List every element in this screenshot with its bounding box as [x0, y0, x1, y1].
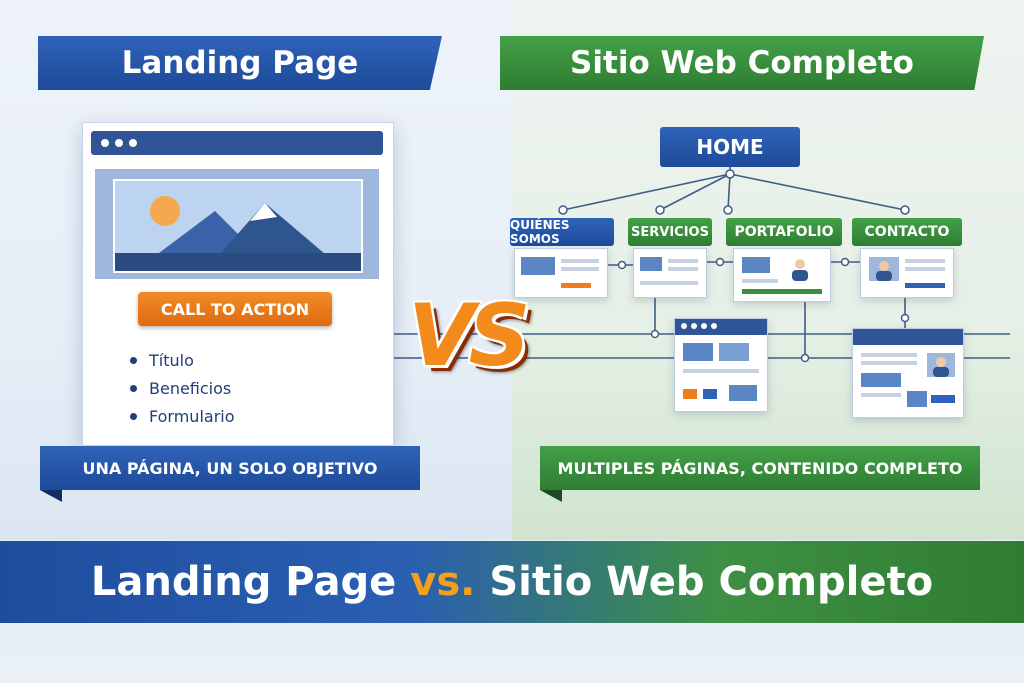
person-icon — [927, 353, 955, 377]
sitemap-node-portafolio: PORTAFOLIO — [726, 218, 842, 246]
window-dot-icon — [101, 139, 109, 147]
browser-thumbnail — [852, 328, 964, 418]
page-thumbnail — [633, 248, 707, 298]
landing-bullet-list: Título Beneficios Formulario — [130, 346, 235, 430]
node-label: CONTACTO — [864, 224, 950, 240]
bottom-left-text: Landing Page — [90, 559, 397, 605]
person-icon — [792, 259, 808, 281]
node-label: PORTAFOLIO — [734, 224, 834, 240]
person-icon — [869, 257, 899, 281]
node-label: SERVICIOS — [631, 224, 709, 240]
bottom-right-text: Sitio Web Completo — [489, 559, 934, 605]
call-to-action-label: CALL TO ACTION — [160, 299, 310, 319]
list-item: Formulario — [130, 402, 235, 430]
landing-page-title: Landing Page — [38, 36, 442, 90]
page-thumbnail — [733, 248, 831, 302]
call-to-action-button[interactable]: CALL TO ACTION — [138, 292, 332, 326]
browser-thumbnail — [674, 318, 768, 412]
sitemap-node-contacto: CONTACTO — [852, 218, 962, 246]
sitemap-node-servicios: SERVICIOS — [628, 218, 712, 246]
bottom-vs-text: vs. — [410, 559, 476, 605]
mountain-sun-icon — [115, 196, 361, 271]
sitemap-home-node: HOME — [660, 127, 800, 167]
sitemap-node-quienes-somos: QUIÉNES SOMOS — [510, 218, 614, 246]
vs-label: VS — [408, 286, 530, 386]
landing-page-caption-text: UNA PÁGINA, UN SOLO OBJETIVO — [82, 458, 378, 478]
full-website-caption: MULTIPLES PÁGINAS, CONTENIDO COMPLETO — [540, 446, 980, 502]
landing-page-title-text: Landing Page — [121, 45, 359, 81]
full-website-title-text: Sitio Web Completo — [570, 45, 914, 81]
bullet-text: Formulario — [149, 406, 235, 426]
full-website-caption-text: MULTIPLES PÁGINAS, CONTENIDO COMPLETO — [557, 458, 963, 478]
landing-page-caption: UNA PÁGINA, UN SOLO OBJETIVO — [40, 446, 420, 502]
home-label: HOME — [696, 135, 764, 159]
hero-image — [95, 169, 379, 279]
list-item: Beneficios — [130, 374, 235, 402]
node-label: QUIÉNES SOMOS — [510, 218, 570, 246]
window-dot-icon — [129, 139, 137, 147]
landing-page-mockup — [82, 122, 394, 446]
page-thumbnail — [514, 248, 608, 298]
list-item: Título — [130, 346, 235, 374]
page-thumbnail — [860, 248, 954, 298]
bullet-text: Título — [149, 350, 194, 370]
window-dot-icon — [115, 139, 123, 147]
bullet-text: Beneficios — [149, 378, 232, 398]
browser-bar — [91, 131, 383, 155]
full-website-title: Sitio Web Completo — [500, 36, 984, 90]
bottom-banner: Landing Page vs. Sitio Web Completo — [0, 541, 1024, 623]
